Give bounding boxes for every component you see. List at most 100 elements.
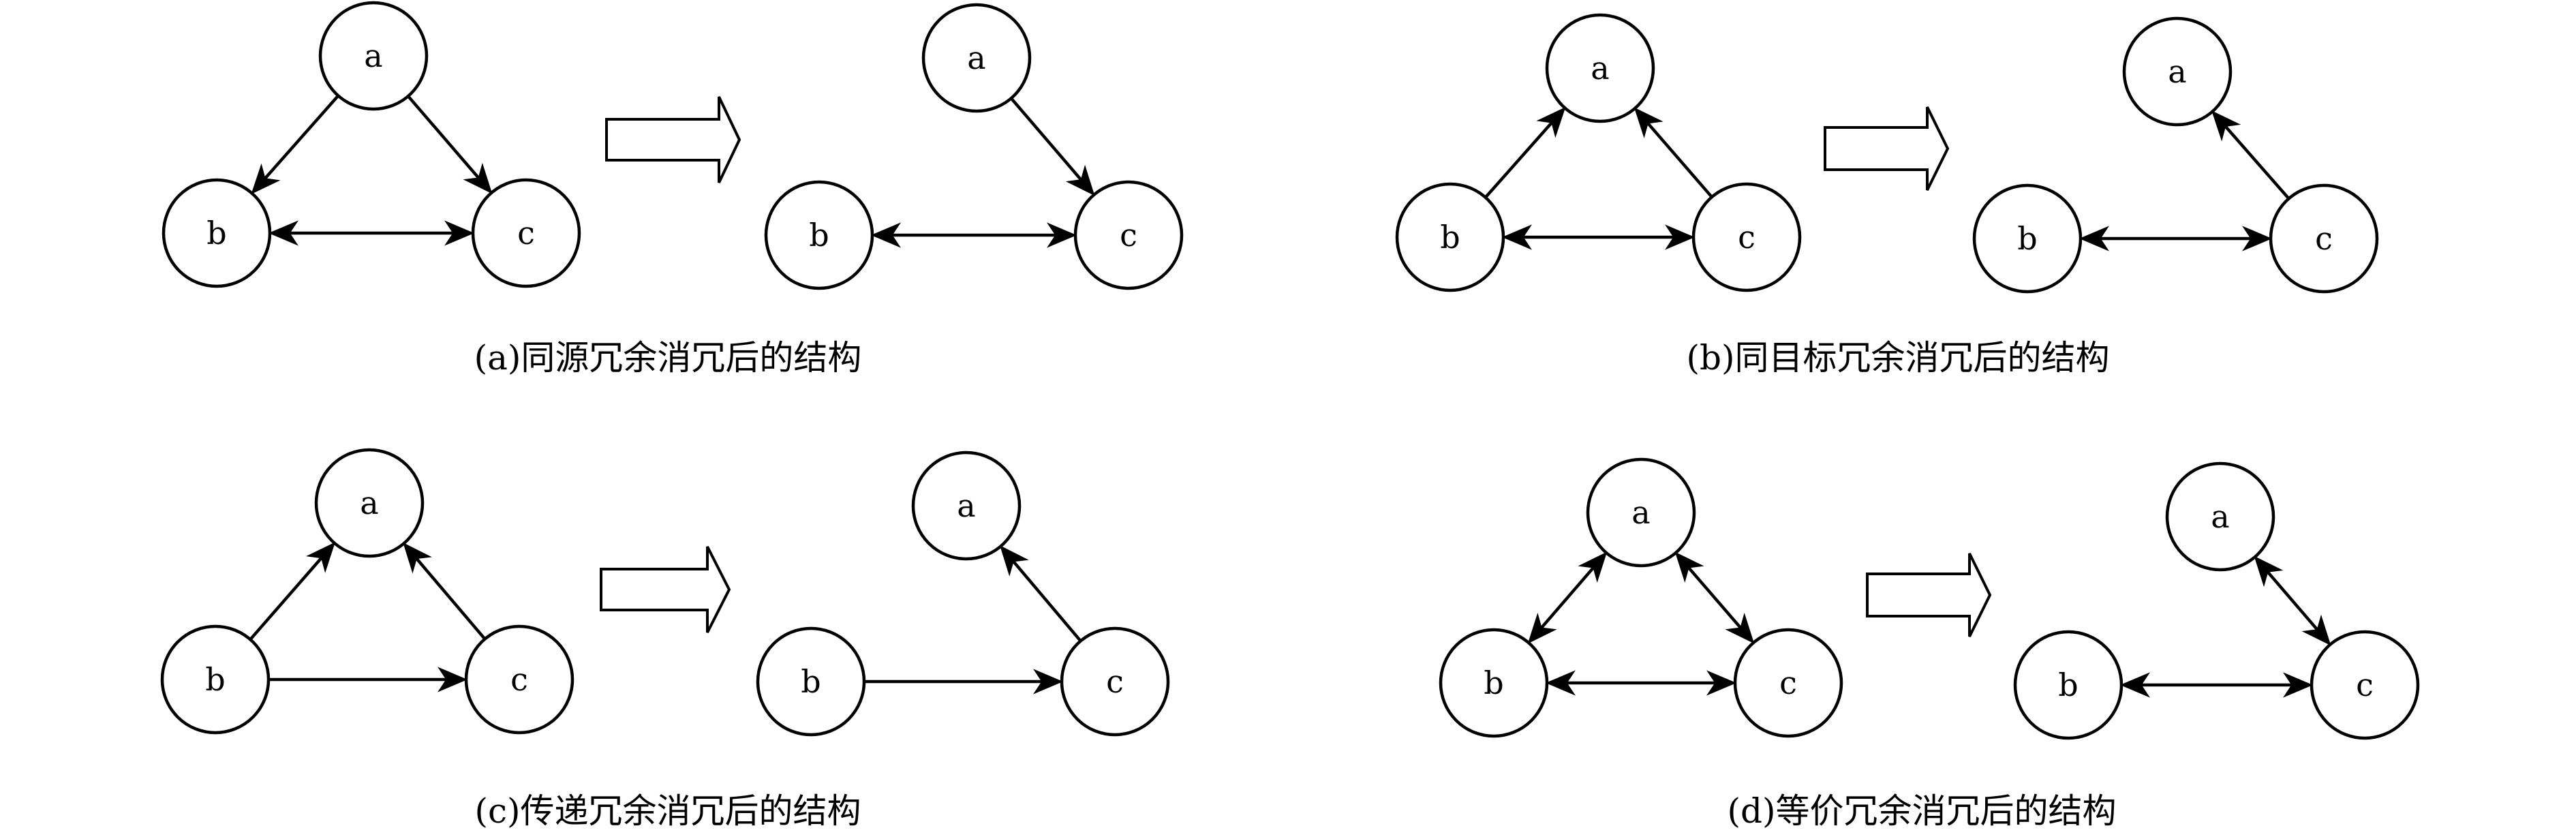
panel-c-before-edge-c-a [403,542,487,641]
panel-b-after-edge-b-c [2079,226,2272,251]
panel-b-before-arrowhead-to-b [1502,224,1532,250]
panel-c-after-graph: a b c [756,451,1170,737]
panel-a-after-node-a: a [921,3,1032,113]
panel-a-after-edge-b-c [871,222,1077,248]
panel-c-before-node-label: c [510,661,528,698]
panel-d-after-node-b: b [2013,630,2123,740]
panel-a-before-node-label: a [364,37,382,74]
panel-d-after-node-c: c [2310,630,2420,740]
panel-b-before-arrowhead-to-a [1536,106,1566,138]
panel-d-before-edge-a-c [1674,551,1755,644]
panel-d-after-arrowhead-to-c [2301,614,2331,646]
panel-c-after-edge-b-c [864,669,1063,695]
panel-c-after-node-a: a [911,451,1022,561]
panel-c-before-edge-b-a [249,542,335,641]
panel-b-before-node-b: b [1395,182,1505,292]
panel-a-before-node-b: b [162,178,272,288]
panel-d-before-arrowhead-to-b [1546,670,1576,696]
panel-b-before-arrowhead-to-c [1665,224,1695,250]
panel-b-transform-arrow [1824,106,1950,191]
panel-d-after-node-label: c [2356,667,2374,703]
panel-c-before-node-label: a [360,485,378,521]
panel-a-before-arrowhead-to-c [463,162,493,194]
panel-d-transform-arrow [1866,553,1992,637]
panel-c-after-node-b: b [756,626,866,737]
panel-a-before-node-label: c [517,215,535,251]
panel-d-after-node-a: a [2165,461,2275,572]
panel-a-before-node-c: c [471,178,581,288]
panel-b-caption: (b)同目标冗余消冗后的结构 [1686,338,2109,378]
panel-b-before-edge-c-a [1634,107,1713,198]
panel-b-before-edge-b-a [1484,106,1566,199]
panel-a-before-arrowhead-to-b [251,163,281,195]
panel-a-after-node-label: a [967,40,985,76]
panel-c-before-arrowhead-to-a [306,542,335,573]
panel-b-after-arrowhead-to-c [2242,226,2272,251]
panel-d-before-node-b: b [1439,628,1549,738]
panel-b-before-node-a: a [1545,13,1655,123]
panel-a-before-edge-b-c [269,220,474,246]
panel-c-after-node-c: c [1060,626,1170,737]
panel-c-after-edge-c-a [1000,545,1082,642]
panel-a-after-arrowhead-to-c [1065,164,1095,196]
panel-d-after-edge-b-c [2120,672,2313,698]
panel-a-after-arrowhead-to-b [871,222,901,248]
panel-a-after-edge-a-c [1010,97,1095,196]
panel-b-after-arrowhead-to-b [2079,226,2109,251]
panel-b-after-node-a: a [2122,16,2233,127]
panel-d-before-graph: a b c [1439,457,1843,738]
panel-d-before-arrowhead-to-a [1674,551,1704,583]
panel-b-after-arrowhead-to-a [2211,110,2241,142]
panel-b-after-node-label: c [2315,220,2333,257]
panel-d: a b c a b c (d)等价冗余消冗后的结构 [1439,457,2420,831]
panel-d-before-arrowhead-to-c [1706,670,1736,696]
panel-d-before-node-a: a [1586,457,1696,568]
panel-d-caption: (d)等价冗余消冗后的结构 [1727,791,2116,831]
panel-a-before-arrowhead-to-b [269,220,298,246]
panel-a-caption: (a)同源冗余消冗后的结构 [474,338,862,378]
panel-c-after-arrowhead-to-a [1000,545,1029,577]
panel-d-before-node-c: c [1733,628,1843,738]
panel-b-after-node-label: b [2017,220,2037,257]
panel-c-after-node-label: c [1106,663,1124,700]
panel-d-before-node-label: b [1484,665,1503,701]
panel-a-before-node-label: b [206,215,226,251]
panel-b-before-node-label: a [1591,50,1609,87]
panel-c-before-node-c: c [464,624,574,735]
panel-d-after-node-label: b [2058,667,2078,703]
panel-a-before-node-a: a [318,1,429,111]
panel-c-after-node-label: a [957,487,975,524]
panel-c-before-node-b: b [160,624,271,735]
panel-d-after-graph: a b c [2013,461,2420,740]
panel-c-before-edge-b-c [269,667,467,692]
panel-b-after-node-c: c [2269,183,2379,294]
panel-a: a b c a b c (a)同源冗余消冗后的结构 [162,1,1184,378]
panel-d-before-edge-b-c [1546,670,1736,696]
panel-d-after-arrowhead-to-b [2120,672,2150,698]
panel-d-before-node-label: a [1631,494,1650,531]
panel-b-before-node-label: c [1738,219,1755,256]
panel-d-after-edge-a-c [2254,555,2331,646]
panel-c-transform-arrow [600,546,731,633]
panel-b-before-graph: a b c [1395,13,1802,292]
panel-d-before-arrowhead-to-c [1725,612,1755,644]
panel-d-after-arrowhead-to-c [2283,672,2313,698]
panel-c-caption: (c)传递冗余消冗后的结构 [474,791,861,831]
panel-b-after-graph: a b c [1972,16,2379,294]
panel-a-before-graph: a b c [162,1,581,288]
panel-b-before-arrowhead-to-a [1634,107,1663,138]
panel-b: a b c a b c (b)同目标冗余消冗后的结构 [1395,13,2379,378]
panel-c-before-arrowhead-to-c [438,667,467,692]
panel-d-before-node-label: c [1779,665,1797,701]
panel-a-after-arrowhead-to-c [1047,222,1077,248]
panel-b-before-edge-b-c [1502,224,1695,250]
panel-d-before-arrowhead-to-b [1527,612,1557,644]
panel-c-before-graph: a b c [160,448,574,735]
panel-b-before-node-label: b [1440,219,1460,256]
panel-d-before-edge-a-b [1527,551,1608,644]
panel-c: a b c a b c (c)传递冗余消冗后的结构 [160,448,1170,831]
panel-a-after-node-label: b [809,217,829,254]
panel-c-after-node-label: b [801,663,821,700]
panel-a-before-edge-a-c [407,95,493,194]
